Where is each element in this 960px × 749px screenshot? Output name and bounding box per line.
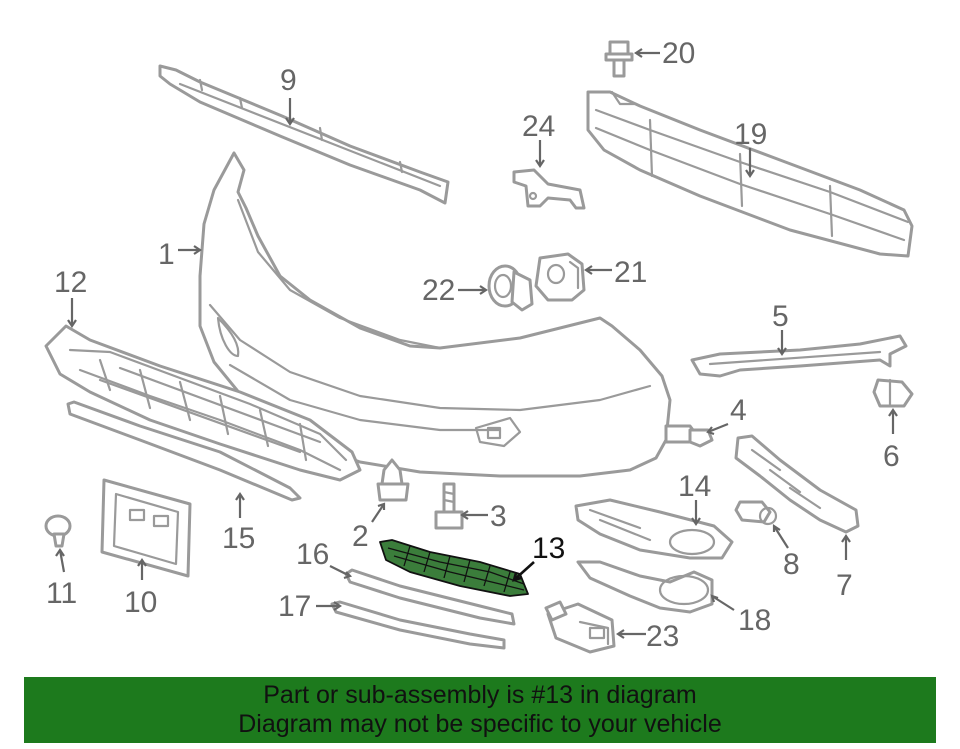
part-8-clip (734, 500, 778, 526)
leader-lines (55, 48, 898, 639)
callout-22: 22 (422, 274, 455, 307)
callout-14: 14 (678, 470, 711, 503)
callout-24: 24 (522, 110, 555, 143)
part-2-clip (376, 458, 410, 502)
part-9-upper-retainer (158, 64, 450, 205)
footer-banner: Part or sub-assembly is #13 in diagram D… (24, 677, 936, 743)
callout-5: 5 (772, 300, 789, 333)
footer-line-2: Diagram may not be specific to your vehi… (238, 710, 722, 738)
part-10-license-bracket (100, 478, 192, 578)
part-23-connector (544, 600, 616, 654)
callout-23: 23 (646, 620, 679, 653)
callout-6: 6 (883, 440, 900, 473)
callout-17: 17 (278, 590, 311, 623)
callout-1: 1 (158, 238, 175, 271)
callout-7: 7 (836, 569, 853, 602)
part-16-molding-upper (344, 568, 516, 626)
parts-diagram: 1 2 3 4 5 6 7 8 9 10 11 12 13 14 15 16 1… (44, 37, 914, 654)
callout-9: 9 (280, 64, 297, 97)
callout-13: 13 (532, 532, 565, 565)
part-15-lower-molding (66, 400, 302, 502)
part-1-bumper-cover (198, 151, 672, 478)
part-4-push-clip (664, 424, 714, 448)
callout-10: 10 (124, 586, 157, 619)
part-6-clip (872, 378, 914, 408)
callout-19: 19 (734, 118, 767, 151)
part-7-side-mount (734, 434, 860, 534)
part-17-molding-lower (330, 600, 506, 650)
callout-4: 4 (730, 394, 747, 427)
part-18-fog-trim (576, 560, 714, 614)
callout-labels: 1 2 3 4 5 6 7 8 9 10 11 12 13 14 15 16 1… (46, 37, 900, 653)
callout-16: 16 (296, 538, 329, 571)
callout-12: 12 (54, 266, 87, 299)
part-5-side-bracket (690, 334, 908, 378)
callout-15: 15 (222, 522, 255, 555)
part-12-lower-grille (44, 324, 362, 482)
callout-3: 3 (490, 500, 507, 533)
part-21-parking-sensor (534, 252, 586, 302)
part-24-bracket (512, 168, 586, 210)
callout-8: 8 (783, 548, 800, 581)
part-22-sensor-retainer (487, 264, 534, 312)
part-13-highlighted-grille (379, 539, 529, 597)
part-3-bolt (434, 482, 464, 530)
callout-21: 21 (614, 256, 647, 289)
part-11-screw (44, 514, 72, 548)
callout-2: 2 (352, 520, 369, 553)
callout-11: 11 (46, 577, 77, 610)
part-20-bolt (604, 40, 634, 78)
footer-line-1: Part or sub-assembly is #13 in diagram (263, 681, 697, 709)
part-14-fog-bezel (574, 498, 734, 560)
callout-18: 18 (738, 604, 771, 637)
callout-20: 20 (662, 37, 695, 70)
